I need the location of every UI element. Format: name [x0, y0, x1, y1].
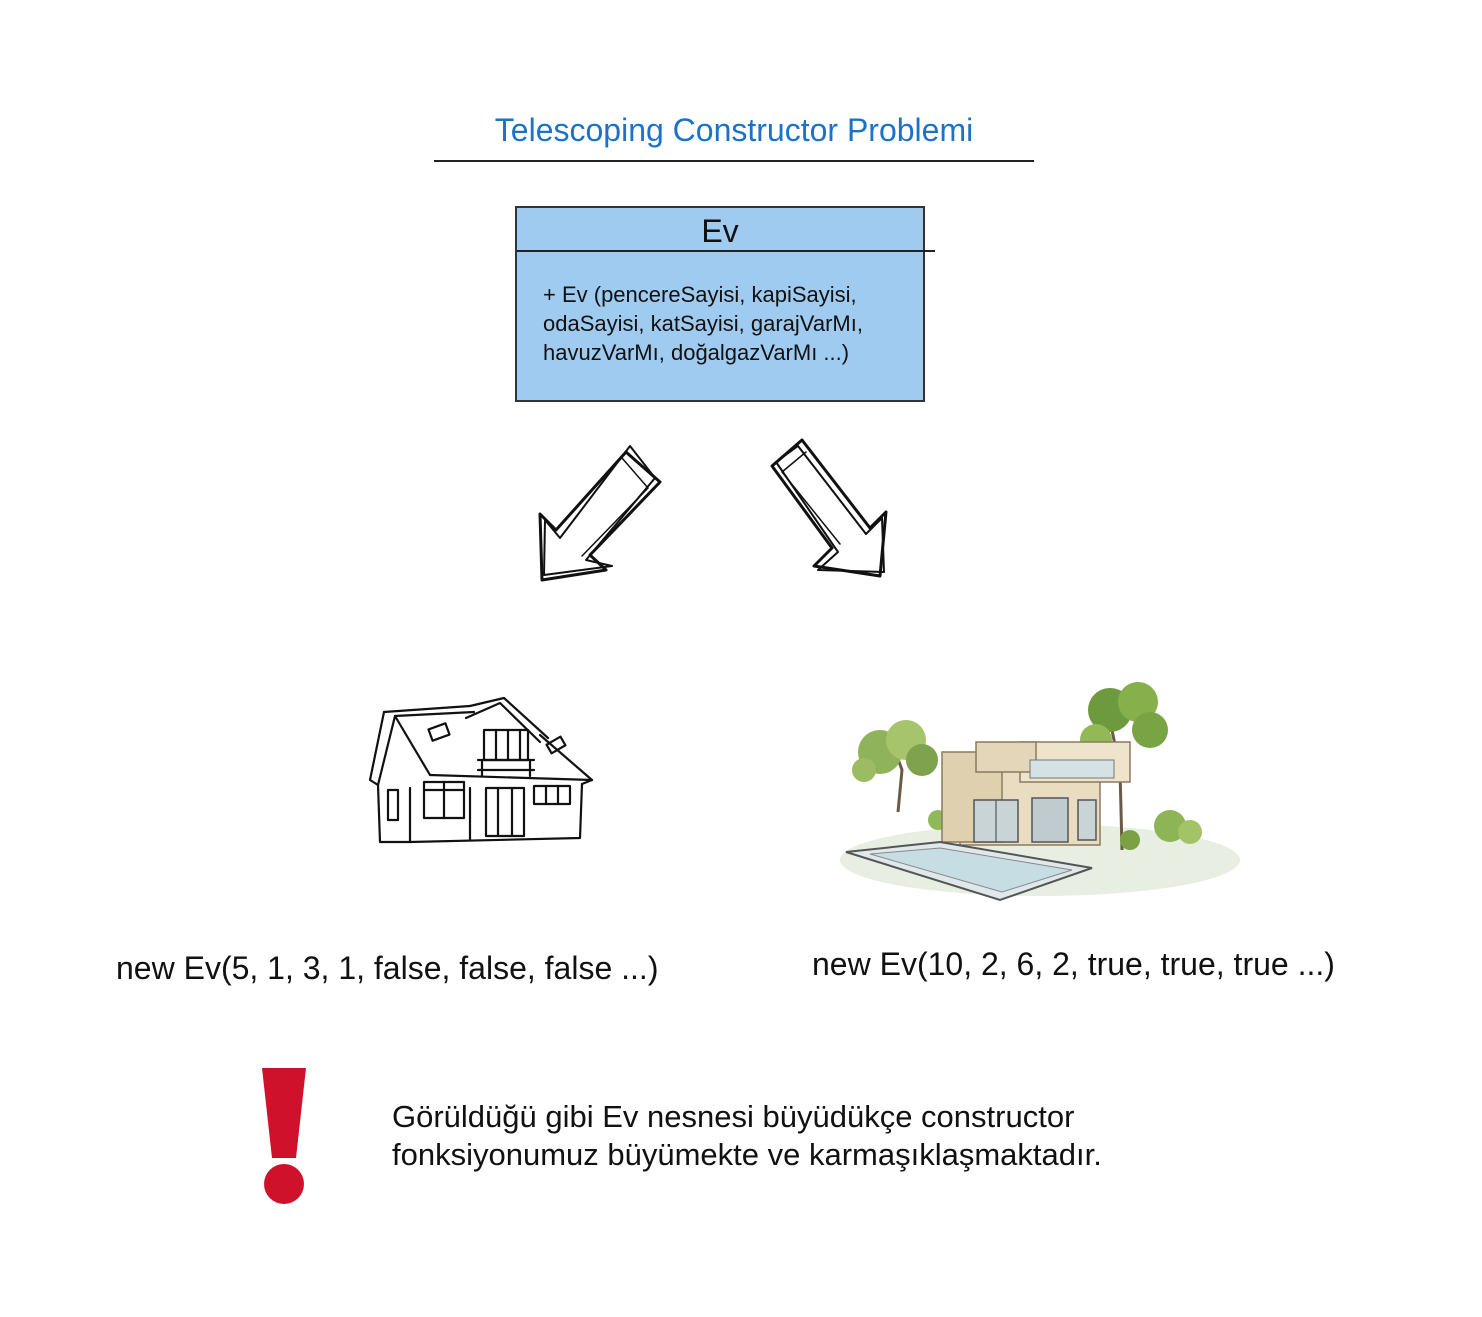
- warning-line-2: fonksiyonumuz büyümekte ve karmaşıklaşma…: [392, 1137, 1102, 1172]
- warning-note: Görüldüğü gibi Ev nesnesi büyüdükçe cons…: [392, 1098, 1292, 1174]
- diagram-title: Telescoping Constructor Problemi: [494, 112, 974, 148]
- class-name: Ev: [701, 213, 739, 249]
- class-divider: [517, 250, 935, 252]
- constructor-line-2: odaSayisi, katSayisi, garajVarMı,: [543, 311, 863, 336]
- constructor-line-1: + Ev (pencereSayisi, kapiSayisi,: [543, 282, 857, 307]
- uml-class-box: Ev + Ev (pencereSayisi, kapiSayisi, odaS…: [515, 206, 935, 402]
- warning-line-1: Görüldüğü gibi Ev nesnesi büyüdükçe cons…: [392, 1099, 1075, 1134]
- constructor-line-3: havuzVarMı, doğalgazVarMı ...): [543, 340, 850, 365]
- title-underline: [434, 160, 1034, 162]
- constructor-call-basic: new Ev(5, 1, 3, 1, false, false, false .…: [116, 950, 659, 986]
- constructor-signature: + Ev (pencereSayisi, kapiSayisi, odaSayi…: [543, 280, 923, 367]
- constructor-call-luxury: new Ev(10, 2, 6, 2, true, true, true ...…: [812, 946, 1335, 982]
